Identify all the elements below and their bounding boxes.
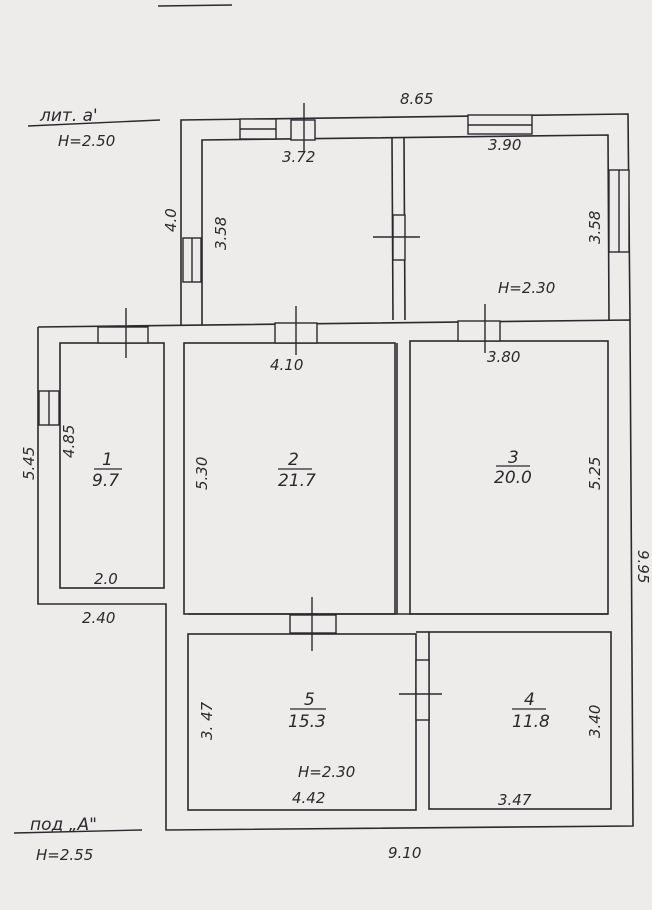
- door-icon: [289, 597, 337, 651]
- upper-right-height: 3.58: [586, 211, 604, 244]
- window-icon: [38, 390, 60, 426]
- upper-left-outer-height: 4.0: [162, 208, 180, 232]
- room-5-walls: [187, 633, 417, 811]
- room-5-area: 15.3: [288, 712, 326, 732]
- room-4-width: 3.47: [498, 791, 532, 809]
- window-icon: [239, 118, 277, 140]
- room-1-area: 9.7: [92, 471, 119, 491]
- room-2-number: 2: [288, 450, 299, 470]
- room-1-width: 2.0: [94, 570, 118, 588]
- room-3-height: 5.25: [586, 457, 604, 490]
- room-4-number: 4: [524, 690, 535, 710]
- pod-a-title: под „А": [30, 815, 97, 835]
- door-icon: [290, 103, 316, 152]
- room-5-height: 3. 47: [198, 701, 216, 740]
- room-5-width: 4.42: [292, 789, 325, 807]
- room-4-area: 11.8: [512, 712, 550, 732]
- main-outer-wall: [37, 319, 634, 831]
- outer-right-height: 9.95: [634, 550, 652, 583]
- annex-outer-height: 5.45: [20, 447, 38, 480]
- upper-right-ceiling: H=2.30: [498, 279, 555, 297]
- door-icon: [373, 214, 420, 261]
- room-2-width: 4.10: [270, 356, 303, 374]
- window-icon: [467, 114, 533, 135]
- upper-right-width: 3.90: [488, 136, 521, 154]
- door-icon: [97, 308, 149, 358]
- upper-left-width: 3.72: [282, 148, 315, 166]
- room-2-area: 21.7: [278, 471, 316, 491]
- room-4-height: 3.40: [586, 705, 604, 738]
- room-1-height: 4.85: [60, 425, 78, 458]
- outer-top-width: 8.65: [400, 90, 433, 108]
- lit-a-title: лит. а': [39, 106, 98, 126]
- room-3-width: 3.80: [487, 348, 520, 366]
- annex-outer-width: 2.40: [82, 609, 115, 627]
- room-3-number: 3: [508, 448, 519, 468]
- top-edge-line: [157, 4, 233, 7]
- lit-a-underline: [27, 119, 161, 127]
- outer-bottom-width: 9.10: [388, 844, 421, 862]
- pod-a-underline: [13, 829, 143, 834]
- pod-a-height: H=2.55: [36, 846, 93, 864]
- door-icon: [457, 304, 501, 353]
- window-icon: [608, 169, 630, 253]
- door-icon: [274, 306, 318, 355]
- lower-ceiling: H=2.30: [298, 763, 355, 781]
- room-3-area: 20.0: [494, 468, 532, 488]
- room-5-number: 5: [304, 690, 315, 710]
- window-icon: [182, 237, 202, 283]
- upper-left-inner-height: 3.58: [212, 217, 230, 250]
- door-icon: [399, 659, 442, 721]
- lit-a-height: H=2.50: [58, 132, 115, 150]
- room-1-number: 1: [102, 450, 113, 470]
- room-2-height: 5.30: [193, 457, 211, 490]
